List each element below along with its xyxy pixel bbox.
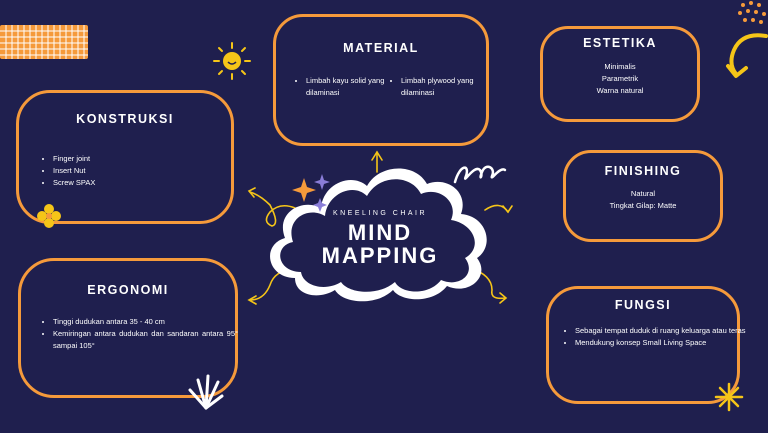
- center-cloud: KNEELING CHAIR MIND MAPPING: [255, 150, 505, 310]
- fungsi-item: Mendukung konsep Small Living Space: [575, 337, 747, 349]
- estetika-line: Warna natural: [596, 86, 644, 95]
- material-item: Limbah kayu solid yang dilaminasi: [306, 75, 385, 99]
- fungsi-box: FUNGSI Sebagai tempat duduk di ruang kel…: [546, 286, 746, 404]
- ergonomi-list: Tinggi dudukan antara 35 - 40 cm Kemirin…: [37, 316, 238, 352]
- material-box: MATERIAL Limbah kayu solid yang dilamina…: [273, 14, 489, 146]
- konstruksi-box: KONSTRUKSI Finger joint Insert Nut Screw…: [16, 90, 234, 224]
- loop-squiggle-decoration: [453, 165, 507, 184]
- estetika-line: Minimalis: [604, 62, 636, 71]
- finishing-title: FINISHING: [604, 164, 682, 178]
- curved-arrow-icon: [726, 33, 768, 78]
- cloud-shape: [270, 168, 487, 302]
- dots-decoration: [738, 1, 766, 24]
- ergonomi-item: Tinggi dudukan antara 35 - 40 cm: [53, 316, 238, 328]
- center-title-line1: MIND: [347, 220, 413, 245]
- sparkle-star-icon: [292, 174, 330, 212]
- konstruksi-title: KONSTRUKSI: [76, 112, 174, 126]
- estetika-line: Parametrik: [601, 74, 639, 83]
- fungsi-list: Sebagai tempat duduk di ruang keluarga a…: [559, 325, 747, 349]
- finishing-lines: Natural Tingkat Gilap: Matte: [566, 188, 720, 212]
- center-subtitle: KNEELING CHAIR: [332, 210, 428, 217]
- material-title: MATERIAL: [343, 41, 419, 55]
- konstruksi-item: Finger joint: [53, 153, 95, 165]
- finishing-box: FINISHING Natural Tingkat Gilap: Matte: [563, 150, 723, 242]
- estetika-lines: Minimalis Parametrik Warna natural: [543, 61, 697, 97]
- center-title-line2: MAPPING: [321, 243, 439, 268]
- konstruksi-list: Finger joint Insert Nut Screw SPAX: [37, 153, 95, 189]
- finishing-line: Tingkat Gilap: Matte: [609, 201, 677, 210]
- starburst-icon: [714, 382, 744, 412]
- fungsi-item: Sebagai tempat duduk di ruang keluarga a…: [575, 325, 747, 337]
- konstruksi-item: Insert Nut: [53, 165, 95, 177]
- ergonomi-title: ERGONOMI: [87, 283, 169, 297]
- finishing-line: Natural: [630, 189, 656, 198]
- konstruksi-item: Screw SPAX: [53, 177, 95, 189]
- sparkle-flower-icon: [37, 204, 61, 228]
- material-list: Limbah kayu solid yang dilaminasi Limbah…: [290, 75, 480, 99]
- estetika-title: ESTETIKA: [583, 36, 657, 50]
- grid-pattern-decoration: [0, 25, 88, 59]
- fungsi-title: FUNGSI: [614, 298, 672, 312]
- burst-lines-icon: [188, 374, 224, 410]
- estetika-box: ESTETIKA Minimalis Parametrik Warna natu…: [540, 26, 700, 122]
- ergonomi-item: Kemiringan antara dudukan dan sandaran a…: [53, 328, 238, 352]
- sun-icon: [213, 42, 251, 80]
- ergonomi-box: ERGONOMI Tinggi dudukan antara 35 - 40 c…: [18, 258, 238, 398]
- material-item: Limbah plywood yang dilaminasi: [401, 75, 480, 99]
